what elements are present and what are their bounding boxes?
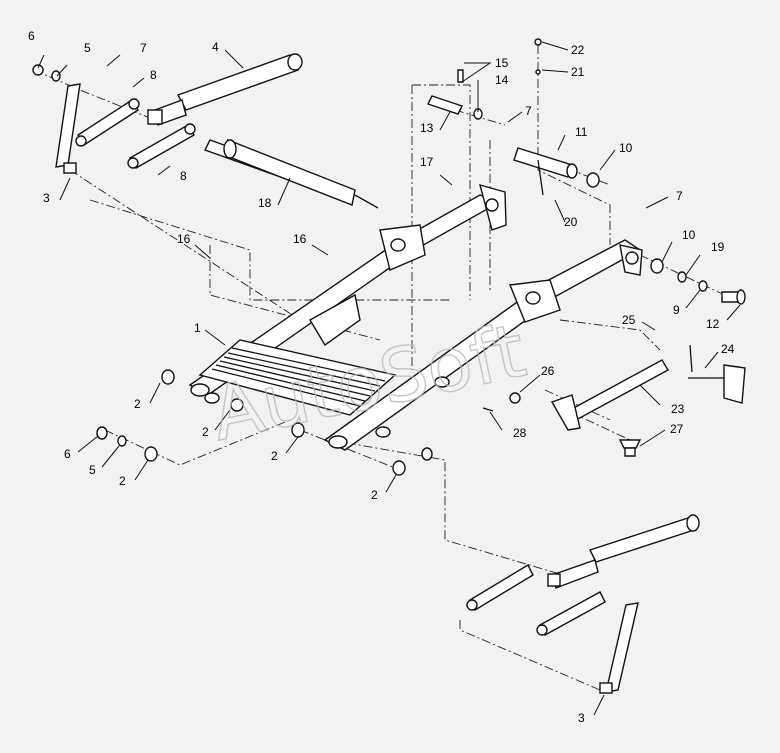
callout-6: 6 [28,29,35,43]
callout-16: 16 [293,232,307,246]
callout-8: 8 [180,169,187,183]
callout-10: 10 [682,228,696,242]
callout-7: 7 [676,189,683,203]
main-frame-part-1 [188,183,643,451]
support-bar-part-23 [550,359,669,431]
callout-5: 5 [89,463,96,477]
lower-cylinder-assembly [466,514,700,636]
watermark-text: AutoSoft [204,308,533,458]
callout-2: 2 [271,449,278,463]
callout-22: 22 [571,43,585,57]
callout-8: 8 [150,68,157,82]
pivot-hardware-right [650,258,746,305]
pin-part-11 [513,147,600,188]
small-hardware-26-28 [482,392,521,412]
callout-19: 19 [711,240,725,254]
callout-20: 20 [564,215,578,229]
callout-10: 10 [619,141,633,155]
hydraulic-cylinder-part-4 [147,53,303,126]
callout-2: 2 [119,474,126,488]
step-ribs [211,347,386,407]
callout-3: 3 [578,711,585,725]
callout-6: 6 [64,447,71,461]
callout-12: 12 [706,317,720,331]
bolt-part-20 [534,38,544,196]
callout-7: 7 [525,104,532,118]
callout-24: 24 [721,342,735,356]
link-arm-part-8-upper [75,98,140,147]
link-arm-part-8-lower [127,123,196,169]
shaft-part-18 [204,138,379,209]
callout-23: 23 [671,402,685,416]
callout-2: 2 [202,425,209,439]
callout-13: 13 [420,121,434,135]
callout-28: 28 [513,426,527,440]
callout-14: 14 [495,73,509,87]
pin-part-27 [618,439,642,457]
callout-7: 7 [140,41,147,55]
callout-3: 3 [43,191,50,205]
callout-25: 25 [622,313,636,327]
leader-lines [37,41,741,716]
callout-9: 9 [673,303,680,317]
arm-part-3-upper [55,83,81,174]
callout-11: 11 [575,125,588,139]
pull-pin-part-24 [688,344,746,404]
bushings-part-2 [144,369,433,476]
callout-15: 15 [495,56,509,70]
callout-27: 27 [670,422,684,436]
callout-4: 4 [212,40,219,54]
callout-16: 16 [177,232,191,246]
callout-17: 17 [420,155,434,169]
washers-upper-left [32,64,61,82]
callout-26: 26 [541,364,555,378]
callout-labels: 6 5 7 4 8 8 3 18 15 14 13 7 22 21 11 10 … [28,29,735,725]
callout-18: 18 [258,196,272,210]
callout-2: 2 [371,488,378,502]
callout-1: 1 [194,321,201,335]
callout-2: 2 [134,397,141,411]
callout-5: 5 [84,41,91,55]
pin-assembly-13-15 [427,69,483,120]
washers-lower-left [96,426,127,447]
callout-21: 21 [571,65,585,79]
arm-part-3-lower [599,602,639,694]
